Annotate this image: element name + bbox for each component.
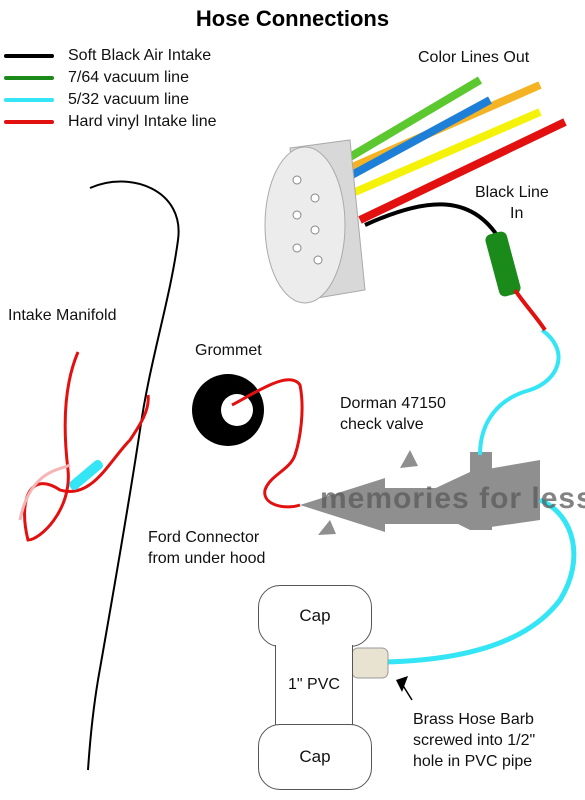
intake-manifold-red-line [23,351,150,542]
grommet-red-line [231,378,304,509]
legend-swatch [4,98,54,102]
color-lines-out-label: Color Lines Out [418,49,530,66]
watermark-text: memories for less [320,482,585,515]
red-line-to-cyan [513,288,547,332]
pvc-cap-top: Cap [258,585,372,647]
brass-hose-barb [351,647,389,679]
ford-connector-label-2: from under hood [148,550,266,567]
cyan-coupler-manifold [69,459,103,491]
check-valve-label-1: Dorman 47150 [340,395,446,412]
legend-item-black: Soft Black Air Intake [4,45,211,67]
check-valve-arrows [300,450,540,535]
legend-label: 7/64 vacuum line [68,69,189,86]
legend-item-green: 7/64 vacuum line [4,67,189,89]
barb-label-3: hole in PVC pipe [413,753,533,770]
cyan-vacuum-line-top [478,328,561,456]
green-coupler [485,231,521,297]
legend-swatch [4,76,54,80]
pvc-cap-bottom: Cap [258,724,372,790]
intake-manifold-faded-section [18,463,71,521]
black-line-in [364,202,502,242]
black-line-in-label-1: Black Line [475,184,549,201]
check-valve-label-2: check valve [340,416,424,433]
legend-label: Soft Black Air Intake [68,47,212,64]
soft-black-air-intake-tube [87,180,180,771]
legend-label: Hard vinyl Intake line [68,113,217,130]
black-line-in-label-2: In [510,205,524,222]
barb-label-1: Brass Hose Barb [413,711,534,728]
pvc-pipe: 1" PVC [275,645,353,725]
legend-item-red: Hard vinyl Intake line [4,111,217,133]
cyan-vacuum-line-bottom [384,497,577,665]
intake-manifold-label: Intake Manifold [8,307,117,324]
ford-connector-label-1: Ford Connector [148,529,260,546]
barb-label-2: screwed into 1/2" [413,732,536,749]
grommet [192,374,264,446]
vacuum-connector [264,139,366,304]
legend-label: 5/32 vacuum line [68,91,189,108]
grommet-label: Grommet [195,342,262,359]
diagram-title: Hose Connections [195,6,390,31]
legend-item-cyan: 5/32 vacuum line [4,89,189,111]
legend-swatch [4,120,54,124]
legend-swatch [4,54,54,58]
color-lines-out [342,76,567,224]
